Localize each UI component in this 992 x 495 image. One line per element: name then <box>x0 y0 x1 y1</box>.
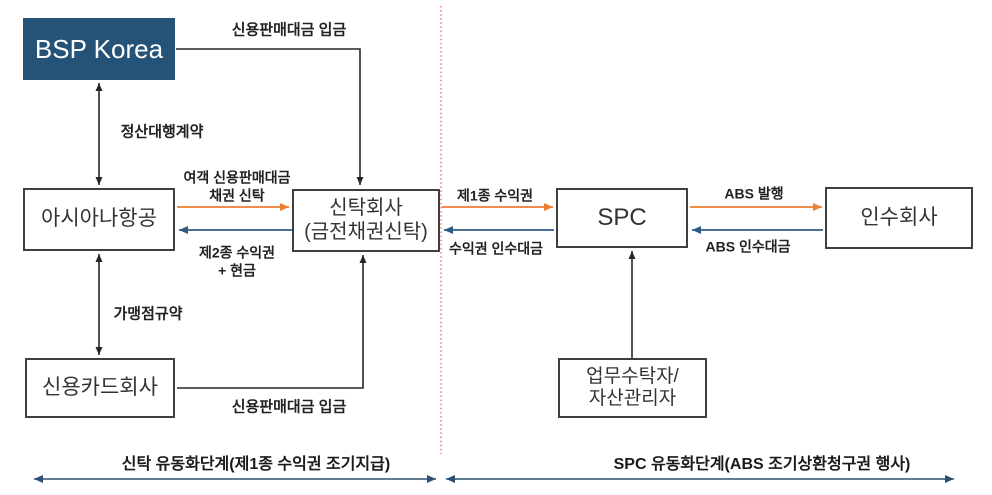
edge-label-credit-sales-deposit-bottom: 신용판매대금 입금 <box>231 398 347 416</box>
edge-label-merchant-agreement: 가맹점규약 <box>113 305 183 323</box>
node-asiana-airlines: 아시아나항공 <box>23 188 175 251</box>
node-credit-card-company-label: 신용카드회사 <box>42 375 158 399</box>
edge-label-class1-beneficiary: 제1종 수익권 <box>456 187 534 204</box>
node-credit-card-company: 신용카드회사 <box>25 358 175 418</box>
edge-label-abs-issuance: ABS 발행 <box>724 185 784 202</box>
node-spc: SPC <box>556 188 688 248</box>
connector-bsp-to-trust <box>176 48 364 185</box>
node-trust-company: 신탁회사 (금전채권신탁) <box>292 189 440 252</box>
node-acquiring-company: 인수회사 <box>825 187 973 249</box>
node-bsp-korea-label: BSP Korea <box>34 33 164 64</box>
connector-card-to-trust <box>177 255 367 389</box>
node-trust-company-label-line2: (금전채권신탁) <box>304 220 428 243</box>
edge-label-beneficiary-purchase-price: 수익권 인수대금 <box>448 240 544 257</box>
node-acquiring-company-label: 인수회사 <box>860 205 938 229</box>
edge-label-passenger-receivables-trust-line2: 채권 신탁 <box>209 187 265 203</box>
edge-label-abs-purchase-price: ABS 인수대금 <box>705 238 791 255</box>
edge-label-passenger-receivables-trust-line1: 여객 신용판매대금 <box>183 169 291 186</box>
edge-label-class2-beneficiary-plus-cash: 제2종 수익권 + 현금 <box>199 245 275 280</box>
edge-label-passenger-receivables-trust: 여객 신용판매대금 채권 신탁 <box>184 170 291 205</box>
node-trustee-asset-manager-label-line2: 자산관리자 <box>588 388 677 409</box>
edge-label-settlement-agency-contract: 정산대행계약 <box>120 123 204 141</box>
edge-label-class2-beneficiary-line1: 제2종 수익권 <box>198 244 276 261</box>
node-trustee-asset-manager: 업무수탁자/ 자산관리자 <box>558 358 707 418</box>
stage-caption-spc-securitization: SPC 유동화단계(ABS 조기상환청구권 행사) <box>613 456 911 473</box>
edge-label-credit-sales-deposit-top: 신용판매대금 입금 <box>231 21 347 39</box>
node-trustee-asset-manager-label-line1: 업무수탁자/ <box>586 365 679 387</box>
edge-label-class2-beneficiary-line2: + 현금 <box>218 262 256 278</box>
node-asiana-airlines-label: 아시아나항공 <box>41 207 157 231</box>
node-spc-label: SPC <box>597 203 647 231</box>
node-bsp-korea: BSP Korea <box>23 18 175 80</box>
node-trust-company-label-line1: 신탁회사 <box>329 196 403 219</box>
stage-caption-trust-securitization: 신탁 유동화단계(제1종 수익권 조기지급) <box>121 456 391 473</box>
